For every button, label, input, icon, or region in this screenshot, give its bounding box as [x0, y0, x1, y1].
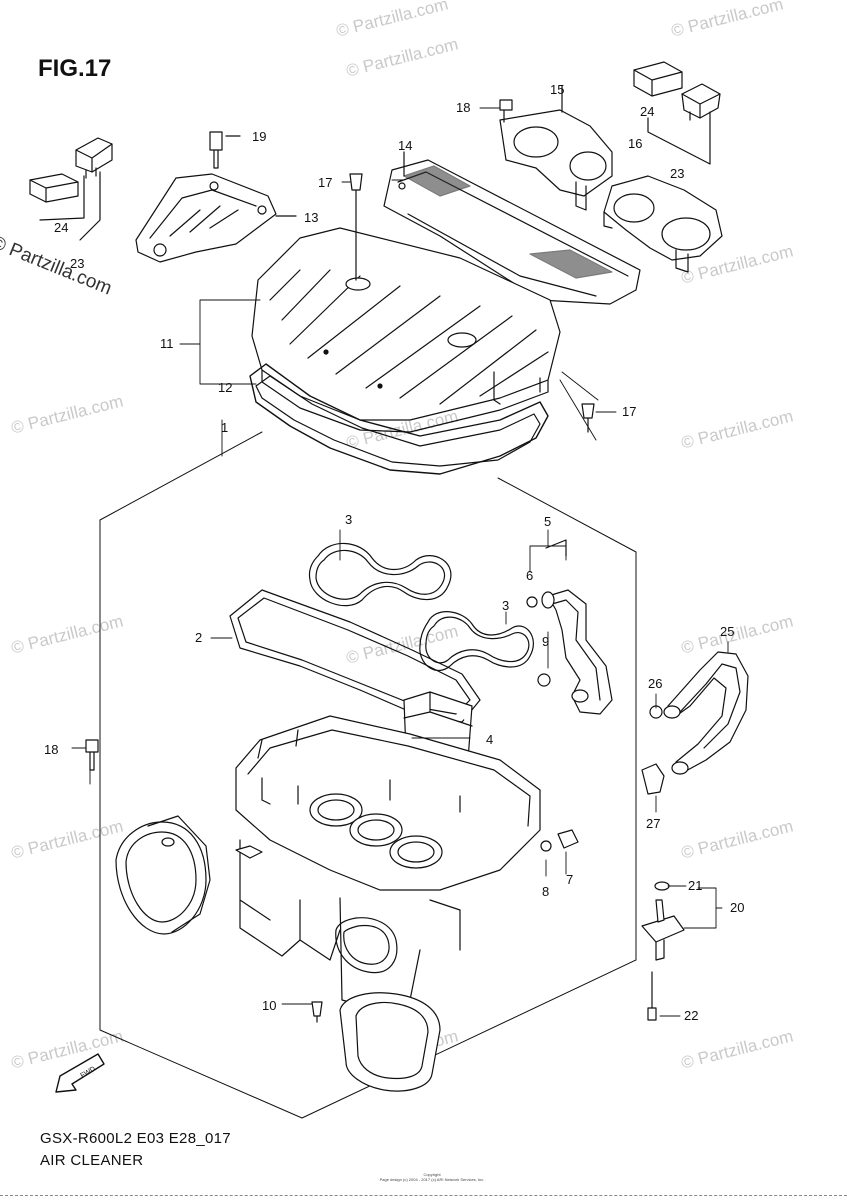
- forward-arrow-icon: [55, 1053, 105, 1093]
- funnel-cover-upper: [499, 85, 613, 211]
- callout-3: 3: [502, 598, 509, 613]
- sensor-connector-left: [29, 137, 113, 241]
- throttle-body-boot: [115, 815, 211, 935]
- callout-27: 27: [646, 816, 660, 831]
- callout-15: 15: [550, 82, 564, 97]
- copyright-line: Page design (c) 2004 - 2017 (c) ARI Netw…: [379, 1177, 485, 1182]
- callout-18: 18: [44, 742, 58, 757]
- figure-title: FIG.17: [38, 55, 112, 82]
- bracket-part: [135, 131, 297, 263]
- element-gasket: [229, 589, 481, 723]
- assembly-boundary: [99, 431, 637, 1119]
- callout-13: 13: [304, 210, 318, 225]
- callout-22: 22: [684, 1008, 698, 1023]
- callout-17: 17: [622, 404, 636, 419]
- screw-icon: [581, 403, 595, 433]
- copyright-notice: Copyright Page design (c) 2004 - 2017 (c…: [352, 1172, 512, 1182]
- callout-4: 4: [486, 732, 493, 747]
- air-box-lower-case: [235, 715, 541, 1011]
- callout-1: 1: [221, 420, 228, 435]
- callout-2: 2: [195, 630, 202, 645]
- callout-8: 8: [542, 884, 549, 899]
- callout-20: 20: [730, 900, 744, 915]
- section-name: AIR CLEANER: [40, 1152, 144, 1169]
- callout-10: 10: [262, 998, 276, 1013]
- seal-upper: [308, 542, 452, 607]
- callout-23: 23: [670, 166, 684, 181]
- seal-lower: [419, 611, 534, 672]
- intake-duct: [383, 151, 641, 305]
- callout-16: 16: [628, 136, 642, 151]
- callout-12: 12: [218, 380, 232, 395]
- crankcase-hose: [641, 651, 749, 795]
- divider: [0, 1195, 847, 1196]
- intake-inlet-bottom: [311, 917, 441, 1092]
- copyright-line: Copyright: [423, 1172, 441, 1177]
- callout-5: 5: [544, 514, 551, 529]
- bolt-icon: [85, 739, 99, 771]
- callout-25: 25: [720, 624, 734, 639]
- callout-17: 17: [318, 175, 332, 190]
- funnel-cover-lower: [603, 175, 723, 273]
- sensor-connector-right: [633, 61, 721, 165]
- callout-9: 9: [542, 634, 549, 649]
- air-cleaner-cover: [251, 173, 561, 433]
- callout-21: 21: [688, 878, 702, 893]
- callout-24: 24: [640, 104, 654, 119]
- callout-24: 24: [54, 220, 68, 235]
- callout-23: 23: [70, 256, 84, 271]
- breather-hose: [526, 539, 613, 715]
- plug-cap: [557, 829, 579, 849]
- callout-19: 19: [252, 129, 266, 144]
- callout-26: 26: [648, 676, 662, 691]
- model-code: GSX-R600L2 E03 E28_017: [40, 1130, 231, 1147]
- callout-3: 3: [345, 512, 352, 527]
- callout-6: 6: [526, 568, 533, 583]
- drain-valve: [641, 881, 685, 1021]
- cover-gasket: [249, 363, 549, 475]
- callout-18: 18: [456, 100, 470, 115]
- callout-14: 14: [398, 138, 412, 153]
- callout-11: 11: [160, 336, 174, 351]
- callout-7: 7: [566, 872, 573, 887]
